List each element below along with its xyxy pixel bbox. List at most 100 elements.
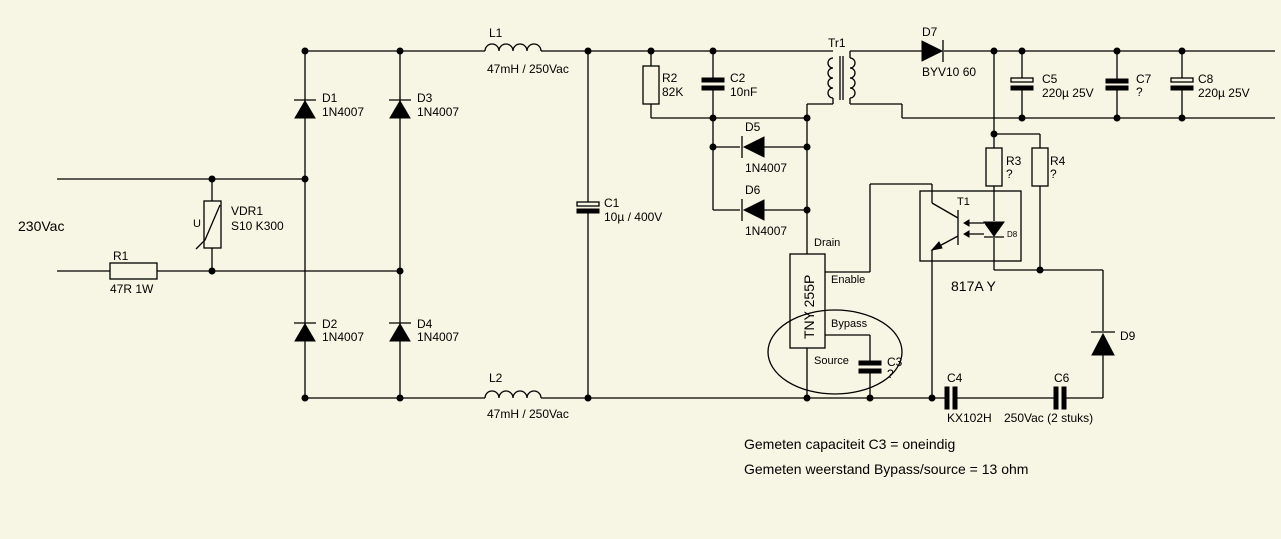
junction-dot (301, 47, 309, 55)
diode-d2 (294, 322, 316, 342)
highlight-ellipse (767, 309, 903, 395)
junction-dot (803, 114, 811, 122)
diode-d4 (389, 322, 411, 342)
d5-name: D5 (745, 120, 761, 134)
junction-dot (709, 143, 717, 151)
pin-bypass-label: Bypass (831, 318, 868, 330)
optocoupler-name: 817A Y (951, 278, 997, 294)
capacitor-c3 (858, 360, 882, 374)
t1-name: T1 (957, 196, 970, 208)
inductor-l1 (484, 43, 542, 52)
capacitor-c1 (576, 201, 600, 214)
c2-name: C2 (730, 71, 746, 85)
note-capacitance: Gemeten capaciteit C3 = oneindig (744, 436, 955, 452)
pin-drain-label: Drain (814, 237, 840, 249)
vdr1-value: S10 K300 (231, 219, 284, 233)
r2-value: 82K (662, 85, 683, 99)
junction-dot (1113, 114, 1121, 122)
junction-dot (208, 175, 216, 183)
resistor-r2 (642, 65, 660, 105)
c6-name: C6 (1054, 371, 1070, 385)
inductor-l2 (484, 390, 542, 399)
ic-tny255p (789, 253, 826, 349)
junction-dot (1178, 47, 1186, 55)
resistor-r1 (109, 262, 158, 280)
junction-dot (803, 206, 811, 214)
l1-name: L1 (489, 26, 503, 40)
c2-value: 10nF (730, 85, 757, 99)
junction-dot (584, 394, 592, 402)
r3-name: R3 (1006, 154, 1022, 168)
l2-value: 47mH / 250Vac (487, 407, 569, 421)
d3-value: 1N4007 (417, 105, 459, 119)
junction-dot (396, 394, 404, 402)
c7-value: ? (1136, 85, 1143, 99)
pin-enable-label: Enable (831, 274, 865, 286)
vdr1-u-label: U (193, 218, 201, 230)
d3-name: D3 (417, 91, 433, 105)
d2-value: 1N4007 (322, 330, 364, 344)
d1-name: D1 (322, 91, 338, 105)
diode-d6 (741, 199, 765, 221)
c7-name: C7 (1136, 72, 1152, 86)
capacitor-c6 (1053, 386, 1067, 410)
transformer-tr1 (827, 56, 856, 100)
capacitor-c8 (1170, 77, 1194, 91)
diode-d1 (294, 99, 316, 119)
junction-dot (866, 394, 874, 402)
capacitor-c2 (701, 77, 725, 91)
c3-name: C3 (887, 355, 903, 369)
c1-value: 10µ / 400V (604, 210, 662, 224)
r4-name: R4 (1050, 154, 1066, 168)
junction-dot (928, 394, 936, 402)
d7-value: BYV10 60 (922, 65, 976, 79)
vdr1-name: VDR1 (231, 204, 263, 218)
diode-d5 (741, 136, 765, 158)
c8-name: C8 (1198, 72, 1214, 86)
diode-d9 (1091, 331, 1115, 356)
junction-dot (396, 47, 404, 55)
junction-dot (1018, 47, 1026, 55)
d4-name: D4 (417, 317, 433, 331)
d5-value: 1N4007 (745, 161, 787, 175)
input-voltage-label: 230Vac (18, 218, 64, 234)
varistor-vdr1 (195, 200, 222, 250)
capacitor-c5 (1010, 77, 1034, 91)
pin-source-label: Source (814, 355, 849, 367)
c3-value: ? (887, 367, 894, 381)
junction-dot (990, 47, 998, 55)
junction-dot (208, 267, 216, 275)
junction-dot (990, 130, 998, 138)
c8-value: 220µ 25V (1198, 86, 1250, 100)
resistor-r4 (1031, 147, 1049, 187)
junction-dot (709, 47, 717, 55)
r3-value: ? (1006, 167, 1013, 181)
junction-dot (1178, 114, 1186, 122)
d6-value: 1N4007 (745, 224, 787, 238)
junction-dot (1036, 266, 1044, 274)
diode-d3 (389, 99, 411, 119)
junction-dot (1113, 47, 1121, 55)
optocoupler-817a (919, 190, 1022, 262)
note-resistance: Gemeten weerstand Bypass/source = 13 ohm (744, 461, 1028, 477)
d7-name: D7 (922, 25, 938, 39)
junction-dot (301, 394, 309, 402)
junction-dots (208, 47, 1186, 402)
junction-dot (301, 175, 309, 183)
l2-name: L2 (489, 371, 503, 385)
d8-name: D8 (1007, 230, 1018, 239)
diode-d7 (921, 40, 944, 62)
d9-name: D9 (1120, 329, 1136, 343)
junction-dot (584, 47, 592, 55)
c4-name: C4 (947, 371, 963, 385)
d1-value: 1N4007 (322, 105, 364, 119)
c5-name: C5 (1042, 72, 1058, 86)
c6-value: 250Vac (2 stuks) (1004, 411, 1093, 425)
junction-dot (647, 47, 655, 55)
r1-value: 47R 1W (110, 282, 154, 296)
d2-name: D2 (322, 317, 338, 331)
junction-dot (1018, 114, 1026, 122)
junction-dot (396, 267, 404, 275)
capacitor-c4 (944, 386, 958, 410)
